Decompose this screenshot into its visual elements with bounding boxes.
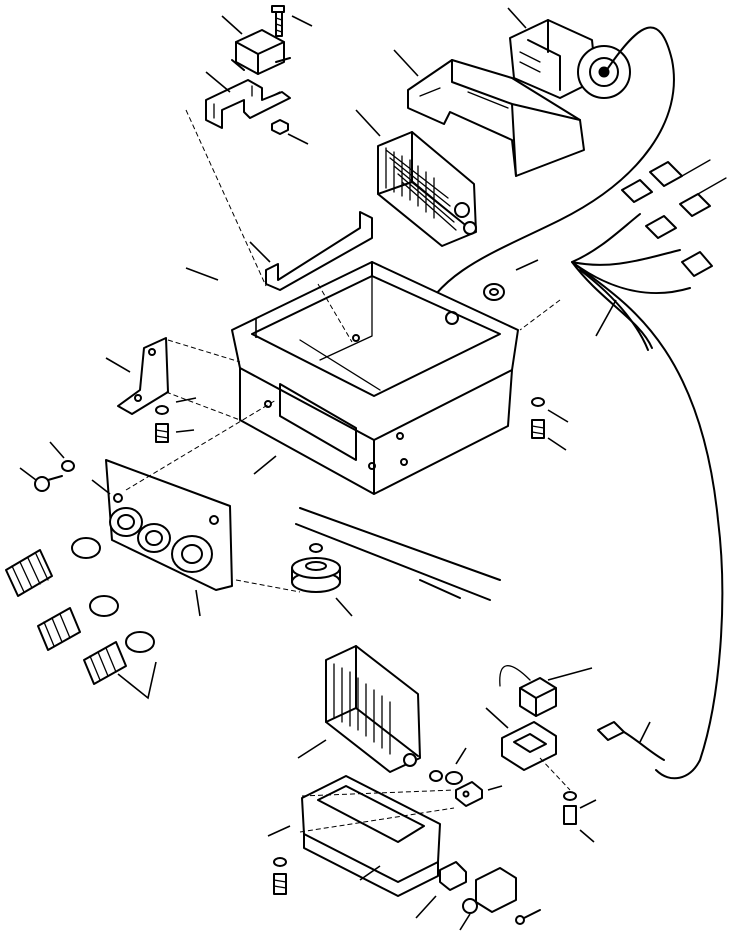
blower-motor-part	[509, 19, 631, 99]
connector-3	[681, 251, 713, 277]
outlet-spout-1	[109, 507, 143, 537]
screw-bottom-left	[273, 857, 287, 895]
relay-part	[231, 29, 291, 75]
nut-top-left	[271, 119, 289, 135]
screw-mount	[563, 791, 577, 825]
connector-1	[621, 159, 711, 203]
screw-top-left	[271, 5, 285, 37]
hose-2	[37, 595, 119, 651]
expansion-valve	[462, 867, 517, 914]
washer-right	[531, 397, 545, 407]
heater-box-housing	[231, 261, 519, 495]
heater-core-part	[377, 131, 477, 247]
connector-bottom	[597, 721, 665, 761]
relay-switch-part	[499, 665, 557, 717]
grommet-top	[483, 283, 505, 301]
outlet-spout-2	[137, 523, 171, 553]
wire-harness	[419, 26, 724, 780]
connector-2	[645, 177, 727, 239]
u-bracket	[265, 211, 373, 291]
switch-mount-part	[501, 721, 557, 771]
evaporator-core-part	[325, 645, 421, 773]
washer-evap	[429, 770, 463, 785]
drain-pan	[301, 775, 441, 897]
screw-left-mid	[155, 423, 169, 443]
clip-bottom	[439, 861, 467, 891]
screw-bottom-right	[515, 909, 541, 925]
washer-left-mid	[155, 405, 169, 415]
drain-grommet	[291, 543, 341, 593]
hose-1	[5, 537, 101, 597]
outlet-spout-3	[171, 535, 213, 573]
bolt-left-plate	[34, 460, 75, 492]
hose-3	[83, 631, 155, 685]
clip-evap	[455, 781, 483, 807]
bracket-top-left	[205, 79, 291, 129]
screw-right	[531, 419, 545, 439]
floor-outline	[295, 507, 501, 601]
callout-leaders	[19, 7, 651, 931]
assembly-guide-lines	[125, 109, 571, 833]
air-duct-part	[407, 59, 585, 177]
side-bracket-left	[117, 337, 169, 415]
